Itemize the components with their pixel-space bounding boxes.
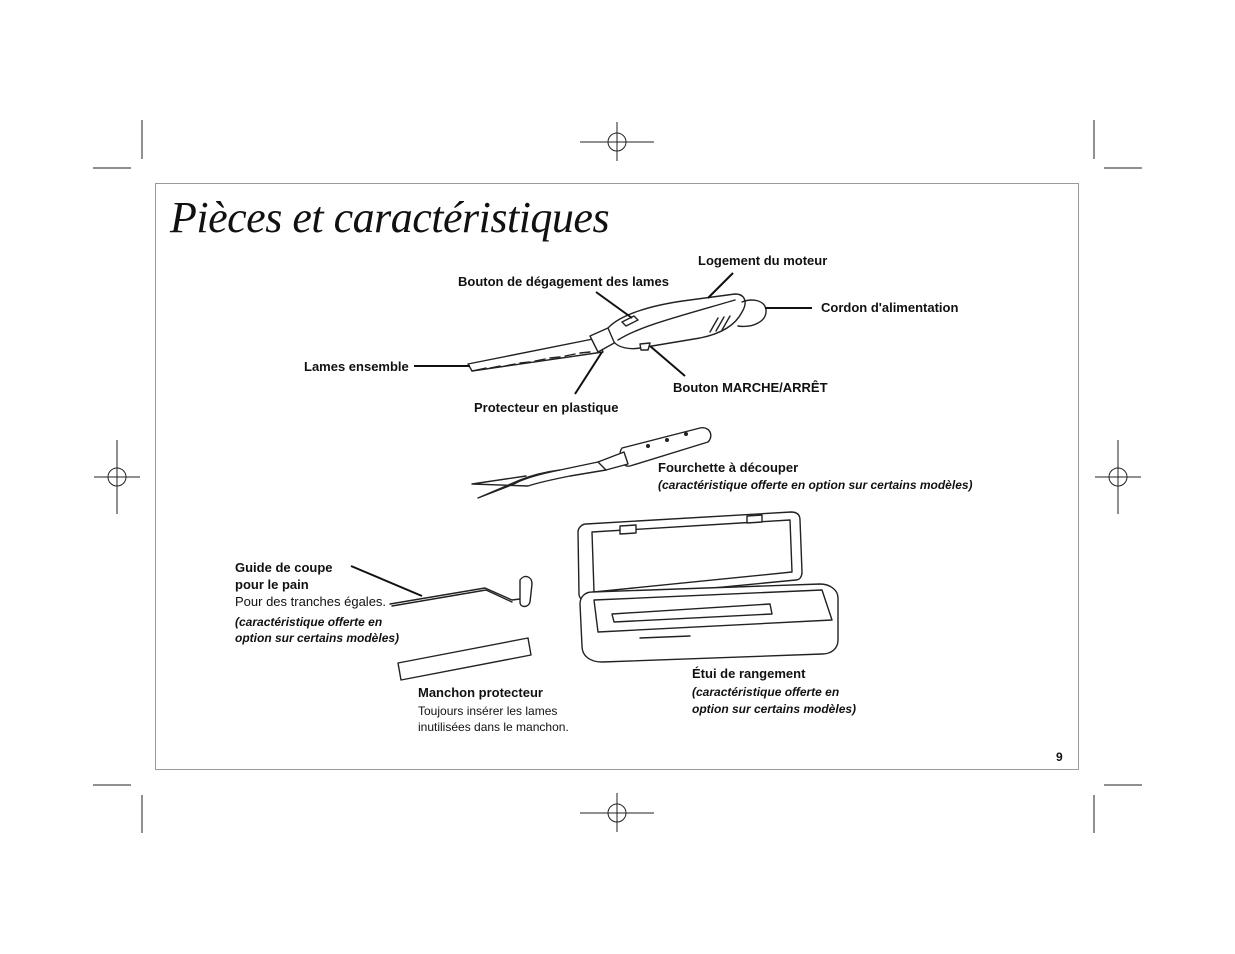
electric-knife-icon xyxy=(467,293,767,372)
blades-label: Lames ensemble xyxy=(304,359,409,374)
on-off-label: Bouton MARCHE/ARRÊT xyxy=(673,380,828,395)
bread-guide-label: Guide de coupe xyxy=(235,560,333,575)
sleeve-label: Manchon protecteur xyxy=(418,685,543,700)
carving-fork-icon xyxy=(471,427,712,499)
page-frame xyxy=(155,183,1079,770)
blade-sleeve-icon xyxy=(397,637,532,681)
power-cord-label: Cordon d'alimentation xyxy=(821,300,959,315)
case-label: Étui de rangement xyxy=(692,666,806,681)
page-number: 9 xyxy=(1056,750,1063,764)
sleeve-desc-2: inutilisées dans le manchon. xyxy=(418,720,569,734)
case-note-2: option sur certains modèles) xyxy=(692,702,857,716)
case-note: (caractéristique offerte en xyxy=(692,685,840,699)
registration-mark-icon xyxy=(580,793,654,832)
motor-housing-label: Logement du moteur xyxy=(698,253,828,268)
bread-guide-note-2: option sur certains modèles) xyxy=(235,631,400,645)
sleeve-desc: Toujours insérer les lames xyxy=(418,704,558,718)
bread-guide-label-2: pour le pain xyxy=(235,577,309,592)
bread-guide-desc: Pour des tranches égales. xyxy=(235,594,387,609)
plastic-guard-label: Protecteur en plastique xyxy=(474,400,619,415)
registration-mark-icon xyxy=(580,122,654,161)
fork-note: (caractéristique offerte en option sur c… xyxy=(658,478,973,492)
bread-guide-note: (caractéristique offerte en xyxy=(235,615,383,629)
storage-case-icon xyxy=(577,511,839,663)
bread-guide-icon xyxy=(389,575,533,608)
page-title: Pièces et caractéristiques xyxy=(170,193,610,242)
blade-release-label: Bouton de dégagement des lames xyxy=(458,274,669,289)
registration-mark-icon xyxy=(1095,440,1141,514)
registration-mark-icon xyxy=(94,440,140,514)
fork-label: Fourchette à découper xyxy=(658,460,799,475)
